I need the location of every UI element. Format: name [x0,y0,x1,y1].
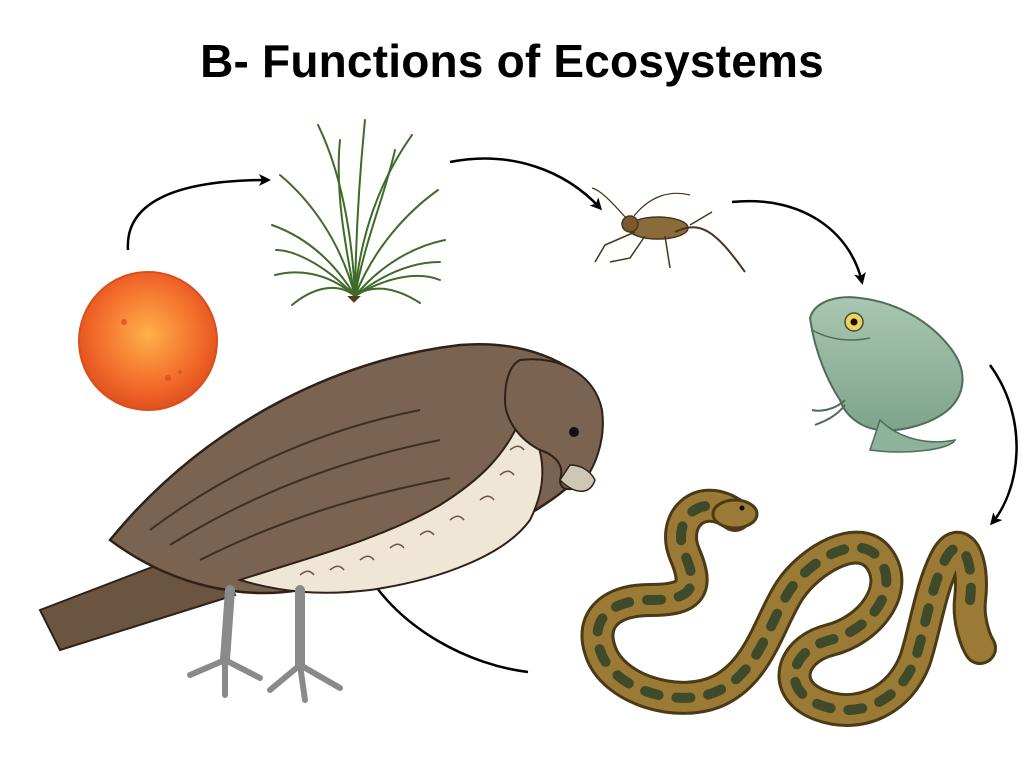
hawk-icon [38,343,604,703]
frog-icon [808,296,964,453]
arrow-grass-to-cricket [449,157,603,211]
cricket-icon [591,187,746,273]
arrow-frog-to-snake [988,364,1018,526]
arrow-snake-to-hawk [363,567,529,674]
arrow-cricket-to-frog [731,199,866,285]
grass-icon [271,119,446,306]
slide-title: B- Functions of Ecosystems [200,35,824,87]
snake-icon [580,488,997,727]
sun-icon [78,271,218,411]
arrow-sun-to-grass [126,174,271,251]
